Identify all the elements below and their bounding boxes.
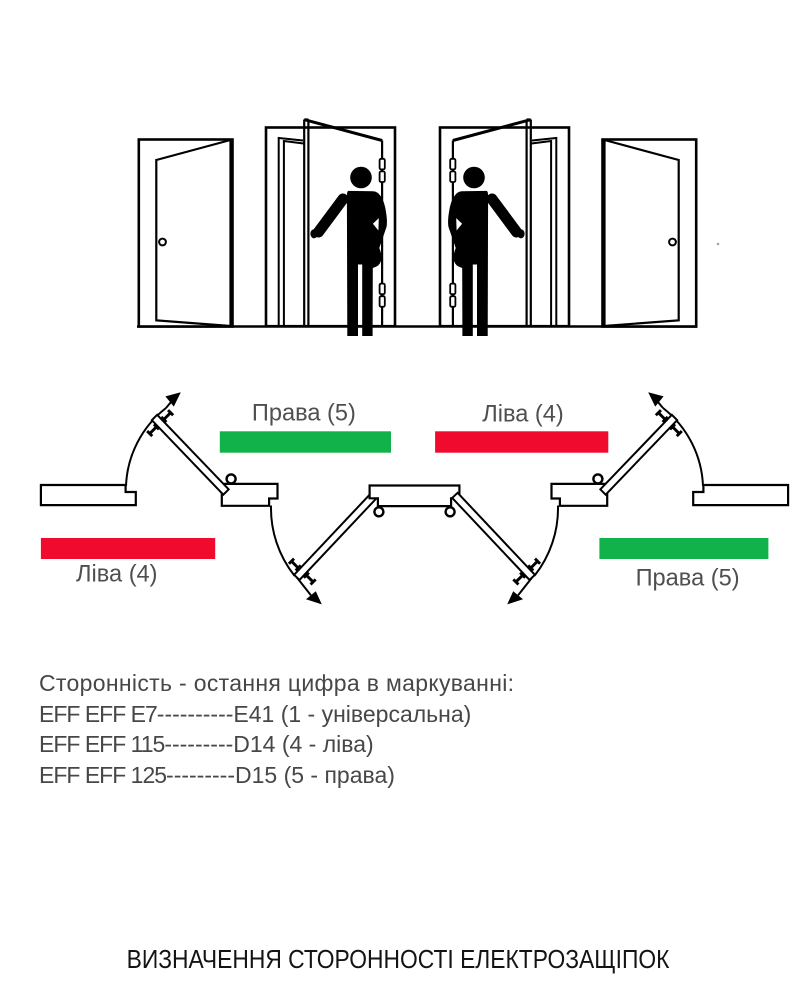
svg-text:Ліва (4): Ліва (4) bbox=[76, 561, 158, 587]
svg-text:Ліва (4): Ліва (4) bbox=[482, 401, 564, 427]
svg-text:Права (5): Права (5) bbox=[252, 401, 356, 427]
svg-text:Права (5): Права (5) bbox=[636, 566, 740, 592]
